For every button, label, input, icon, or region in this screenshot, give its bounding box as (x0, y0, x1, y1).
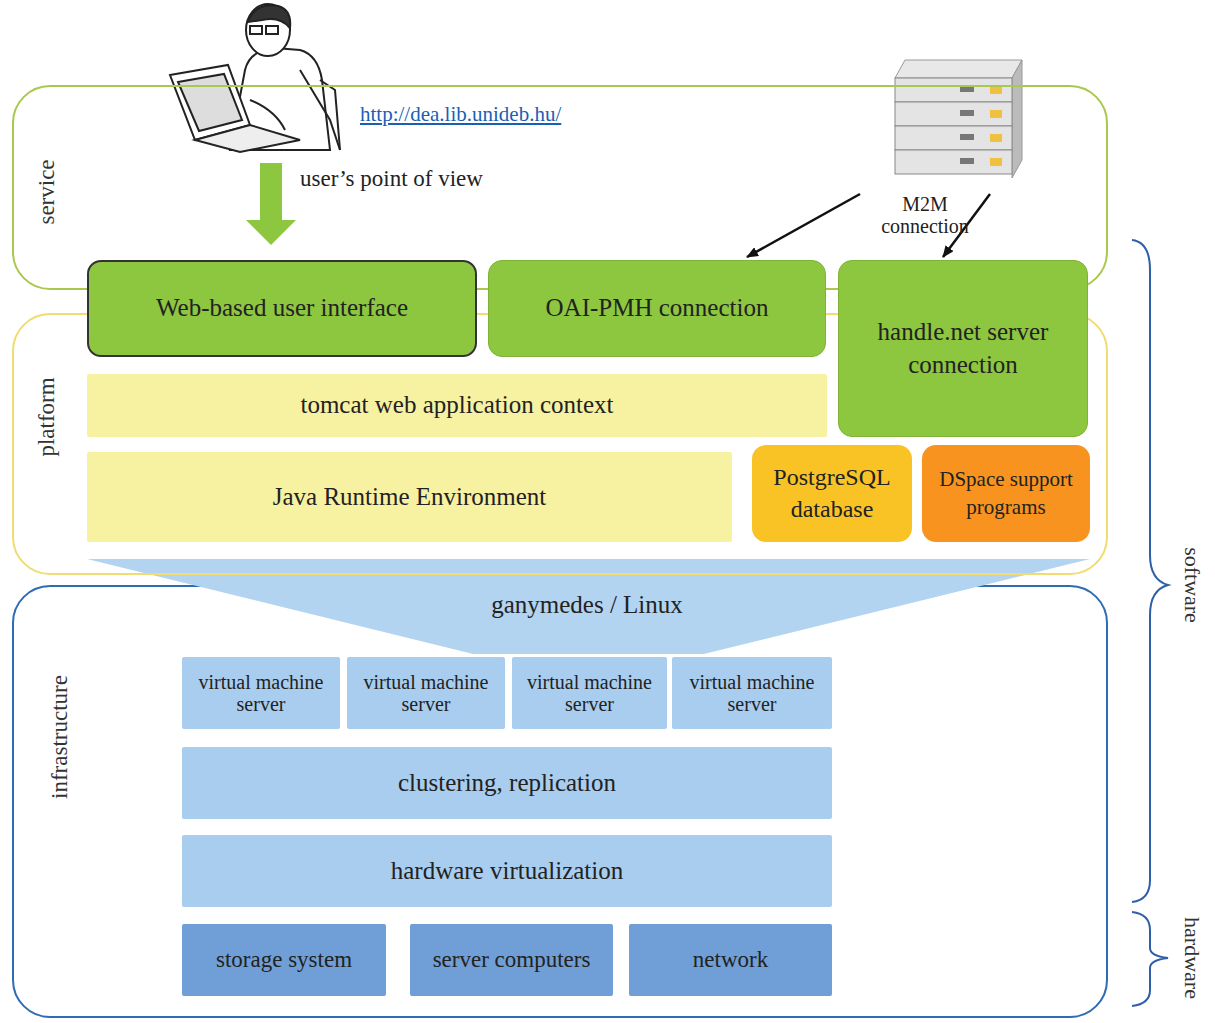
brace-label: software (1179, 547, 1205, 623)
box-text: network (693, 945, 768, 975)
box-text: M2M connection (868, 193, 982, 237)
box-text: Java Runtime Environment (273, 481, 547, 514)
band-text: ganymedes / Linux (417, 589, 757, 622)
box-text: virtual machine server (190, 671, 332, 715)
box-text: Web-based user interface (156, 292, 408, 325)
software-brace (1132, 240, 1168, 902)
hardware-box: network (629, 924, 832, 996)
vm-box: virtual machine server (512, 657, 667, 729)
caption-label: user’s point of view (300, 166, 483, 192)
infra-box: hardware virtualization (182, 835, 832, 907)
database-box: PostgreSQL database (752, 445, 912, 542)
box-text: PostgreSQL database (760, 462, 904, 524)
brace-label: hardware (1179, 917, 1205, 999)
box-text: virtual machine server (680, 671, 824, 715)
m2m-label: M2M connection (860, 190, 990, 240)
m2m-arrow (747, 194, 860, 257)
interface-box: OAI-PMH connection (488, 260, 826, 357)
hardware-box: storage system (182, 924, 386, 996)
layer-name: infrastructure (47, 675, 73, 799)
support-box: DSpace support programs (922, 445, 1090, 542)
box-text: storage system (216, 945, 352, 975)
service-layer: serviceWeb-based user interfaceOAI-PMH c… (12, 85, 1108, 290)
infra-box: clustering, replication (182, 747, 832, 819)
hardware-box: server computers (410, 924, 613, 996)
interface-box: Web-based user interface (87, 260, 477, 357)
layer-name: platform (34, 377, 60, 456)
box-text: virtual machine server (520, 671, 659, 715)
interface-box: handle.net server connection (838, 260, 1088, 437)
box-text: hardware virtualization (391, 855, 624, 888)
box-text: DSpace support programs (930, 466, 1082, 521)
vm-box: virtual machine server (182, 657, 340, 729)
platform-box: Java Runtime Environment (87, 452, 732, 542)
layer-name: service (34, 159, 60, 224)
url-label: http://dea.lib.unideb.hu/ (360, 102, 561, 127)
box-text: OAI-PMH connection (546, 292, 769, 325)
box-text: tomcat web application context (300, 389, 613, 422)
view-arrow (246, 163, 296, 245)
box-text: clustering, replication (398, 767, 616, 800)
vm-box: virtual machine server (347, 657, 505, 729)
infrastructure-layer: infrastructure ganymedes / Linux virtual m… (12, 585, 1108, 1018)
box-text: handle.net server connection (847, 316, 1079, 381)
box-text: virtual machine server (355, 671, 497, 715)
vm-box: virtual machine server (672, 657, 832, 729)
box-text: server computers (433, 947, 591, 973)
user-figure (170, 4, 340, 152)
server-icon (895, 60, 1022, 178)
platform-box: tomcat web application context (87, 374, 827, 437)
hardware-brace (1132, 912, 1168, 1006)
